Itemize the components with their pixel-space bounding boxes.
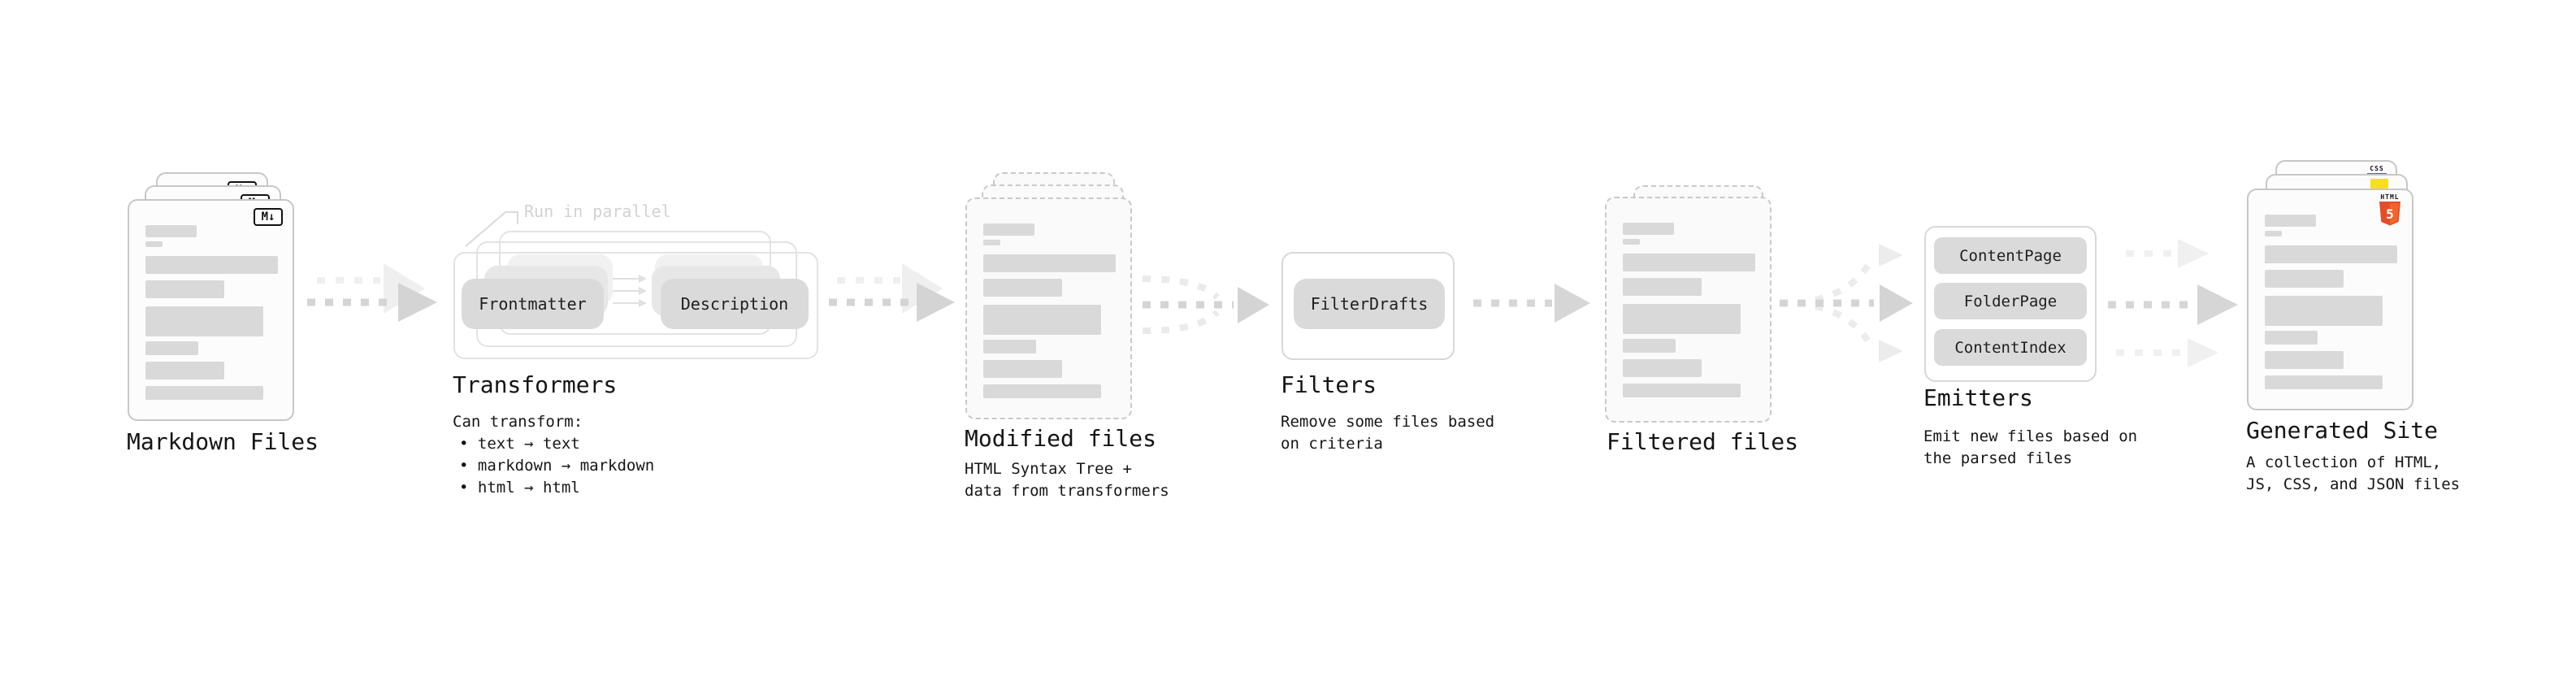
generated-site-desc: A collection of HTML,JS, CSS, and JSON f… (2246, 453, 2461, 493)
html-file-card: HTML 5 (2247, 189, 2413, 410)
annotation-leader-line (465, 211, 518, 247)
html5-icon: HTML 5 (2378, 193, 2402, 226)
arrow-filters-to-filtered (1473, 284, 1590, 323)
arrow-transformers-to-modified (829, 263, 955, 322)
folderpage-pill: FolderPage (1934, 283, 2087, 319)
run-in-parallel-annotation: Run in parallel (524, 202, 671, 221)
description-pill: Description (661, 279, 809, 329)
transformers-desc-title: Can transform: (453, 413, 583, 431)
modified-file-card-front (965, 197, 1132, 419)
arrow-markdown-to-transformers (307, 263, 437, 322)
arrow-emitters-to-site (2108, 239, 2238, 367)
filterdrafts-pill: FilterDrafts (1294, 279, 1445, 329)
javascript-icon (2370, 179, 2388, 191)
modified-files-label: Modified files (965, 425, 1157, 452)
document-placeholder-lines (983, 223, 1116, 398)
arrow-modified-to-filters (1142, 275, 1269, 334)
markdown-file-card-front: M↓ (128, 199, 294, 421)
filtered-file-card-front (1605, 197, 1772, 423)
contentindex-pill: ContentIndex (1934, 329, 2087, 366)
contentpage-pill: ContentPage (1934, 237, 2087, 274)
markdown-files-label: Markdown Files (127, 428, 319, 455)
svg-text:5: 5 (2386, 206, 2394, 222)
parallel-arrows-icon (613, 275, 647, 307)
modified-files-desc: HTML Syntax Tree +data from transformers (965, 460, 1169, 500)
html5-shield: 5 (2379, 202, 2400, 226)
emitters-label: Emitters (1923, 384, 2033, 411)
arrow-filtered-to-emitters (1780, 244, 1913, 362)
generated-site-label: Generated Site (2246, 417, 2439, 444)
document-placeholder-lines (145, 225, 278, 400)
frontmatter-pill: Frontmatter (462, 279, 604, 329)
markdown-icon: M↓ (254, 208, 283, 226)
filters-label: Filters (1281, 371, 1377, 398)
transformers-label: Transformers (453, 371, 618, 398)
transformers-bullets: • text → text• markdown → markdown• html… (459, 435, 655, 497)
transformer-box-front (453, 252, 818, 359)
document-placeholder-lines (1623, 223, 1755, 397)
filtered-files-label: Filtered files (1607, 428, 1799, 455)
document-placeholder-lines (2265, 215, 2397, 389)
